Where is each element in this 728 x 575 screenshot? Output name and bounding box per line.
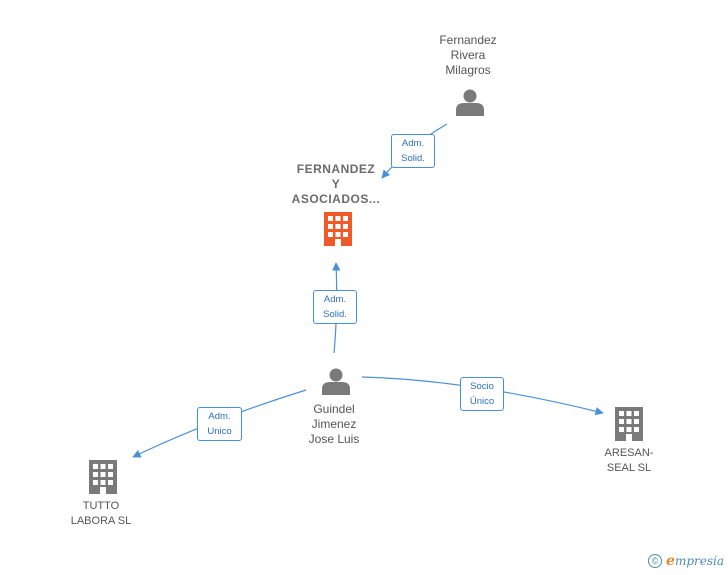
node-label-line: FERNANDEZ bbox=[296, 162, 376, 176]
building-icon[interactable] bbox=[324, 212, 352, 246]
node-label-fernandez-rivera[interactable]: Fernandez Rivera Milagros bbox=[418, 33, 518, 78]
relation-badge-socio-unico[interactable]: Socio Único bbox=[460, 377, 504, 411]
node-label-line: SEAL SL bbox=[606, 462, 652, 474]
node-label-line: Fernandez bbox=[439, 33, 497, 47]
node-label-line: Jimenez bbox=[311, 417, 357, 431]
node-label-fernandez-asociados[interactable]: FERNANDEZ Y ASOCIADOS... bbox=[276, 162, 396, 207]
relation-text: Solid. bbox=[323, 309, 347, 320]
node-label-guindel[interactable]: Guindel Jimenez Jose Luis bbox=[288, 402, 380, 447]
brand-logo[interactable]: empresia bbox=[666, 553, 724, 569]
building-icon[interactable] bbox=[89, 460, 117, 494]
brand-letter: e bbox=[666, 553, 675, 569]
node-label-tutto[interactable]: TUTTO LABORA SL bbox=[55, 499, 147, 529]
relation-text: Unico bbox=[207, 426, 232, 437]
node-label-line: Rivera bbox=[450, 48, 486, 62]
person-icon[interactable] bbox=[322, 368, 350, 396]
relation-text: Solid. bbox=[401, 153, 425, 164]
building-icon[interactable] bbox=[615, 407, 643, 441]
node-label-line: LABORA SL bbox=[70, 515, 132, 527]
person-icon[interactable] bbox=[456, 89, 484, 117]
node-label-line: Jose Luis bbox=[308, 432, 360, 446]
relation-badge-adm-unico[interactable]: Adm. Unico bbox=[197, 407, 242, 441]
node-label-aresan[interactable]: ARESAN- SEAL SL bbox=[583, 446, 675, 476]
relation-text: Adm. bbox=[323, 294, 347, 305]
node-label-line: Guindel bbox=[313, 402, 355, 416]
node-label-line: TUTTO bbox=[82, 500, 120, 512]
node-label-line: ARESAN- bbox=[604, 447, 654, 459]
node-label-line: ASOCIADOS... bbox=[291, 192, 381, 206]
node-label-line: Y bbox=[331, 177, 341, 191]
footer-credit: © empresia bbox=[648, 553, 724, 569]
relation-text: Socio bbox=[470, 381, 494, 392]
node-label-line: Milagros bbox=[445, 63, 491, 77]
brand-name: mpresia bbox=[674, 554, 724, 568]
relation-text: Adm. bbox=[208, 411, 231, 422]
relation-text: Adm. bbox=[401, 138, 425, 149]
relation-text: Único bbox=[469, 396, 495, 407]
relation-badge-adm-solid[interactable]: Adm. Solid. bbox=[313, 290, 357, 324]
copyright-icon: © bbox=[648, 554, 663, 568]
relation-badge-adm-solid[interactable]: Adm. Solid. bbox=[391, 134, 435, 168]
